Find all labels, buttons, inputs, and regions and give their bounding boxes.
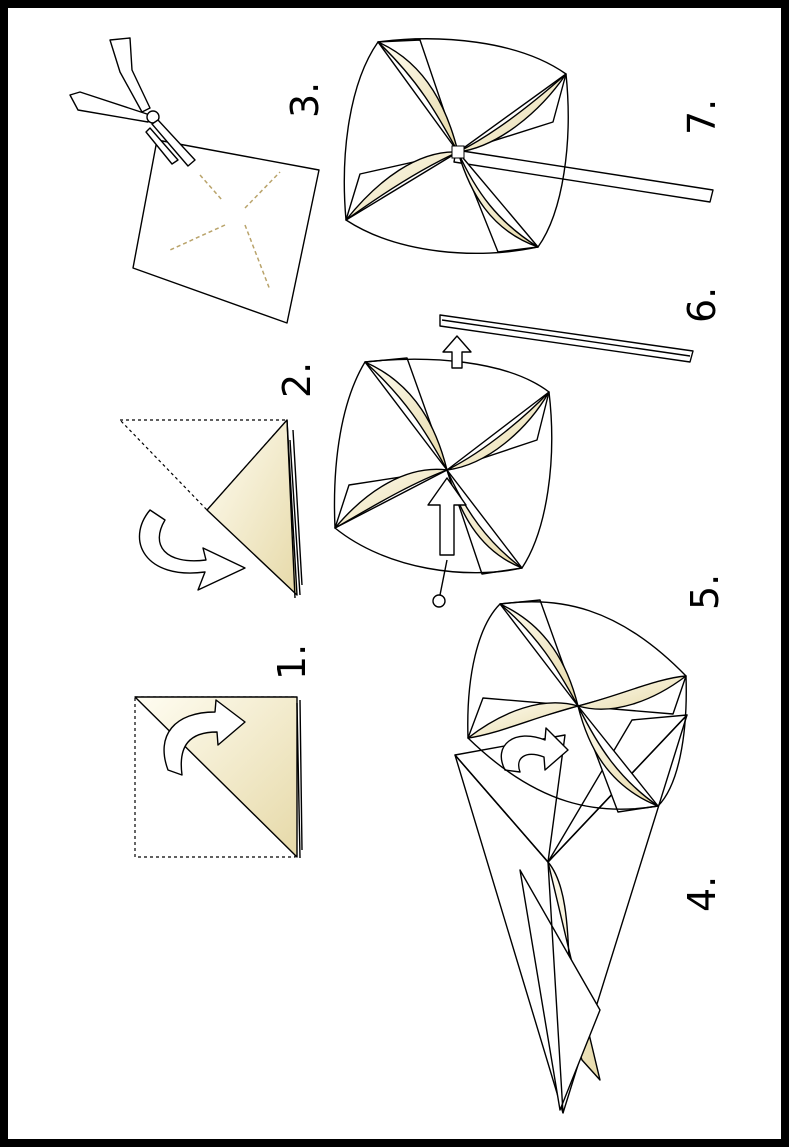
finished-pinwheel-icon bbox=[343, 38, 569, 255]
layer-edge-lines bbox=[286, 419, 303, 599]
stick-icon bbox=[439, 314, 694, 363]
step-4-number: 4. bbox=[680, 876, 724, 912]
step-1-number: 1. bbox=[270, 644, 314, 680]
folded-small-triangle bbox=[206, 419, 298, 596]
step-2-figure bbox=[118, 419, 303, 599]
step-7-number: 7. bbox=[680, 99, 724, 135]
square-outline bbox=[134, 696, 296, 858]
step-5-figure bbox=[467, 599, 687, 813]
curved-arrow-icon bbox=[500, 727, 569, 773]
step-6-figure bbox=[333, 314, 694, 608]
triangle-outline bbox=[118, 419, 289, 511]
pinwheel-icon bbox=[467, 599, 687, 813]
step-7-figure bbox=[343, 38, 714, 255]
step-5-number: 5. bbox=[683, 574, 727, 610]
pin-icon bbox=[432, 559, 448, 608]
step-3-figure bbox=[69, 37, 320, 324]
paper-edge-lines bbox=[296, 699, 303, 859]
step-2-number: 2. bbox=[275, 362, 319, 398]
small-up-arrow-icon bbox=[442, 335, 472, 369]
cut-lines bbox=[169, 171, 281, 291]
flap-bottom bbox=[519, 869, 601, 1111]
scissors-icon bbox=[69, 37, 196, 167]
curved-arrow-icon bbox=[163, 699, 246, 776]
square-paper bbox=[132, 139, 320, 324]
curved-arrow-icon bbox=[138, 509, 246, 591]
pinwheel-icon bbox=[333, 357, 553, 575]
up-arrow-icon bbox=[427, 477, 467, 556]
step-3-number: 3. bbox=[283, 82, 327, 118]
step-6-number: 6. bbox=[680, 287, 724, 323]
step-1-figure bbox=[134, 696, 303, 859]
step-4-figure bbox=[454, 714, 688, 1114]
